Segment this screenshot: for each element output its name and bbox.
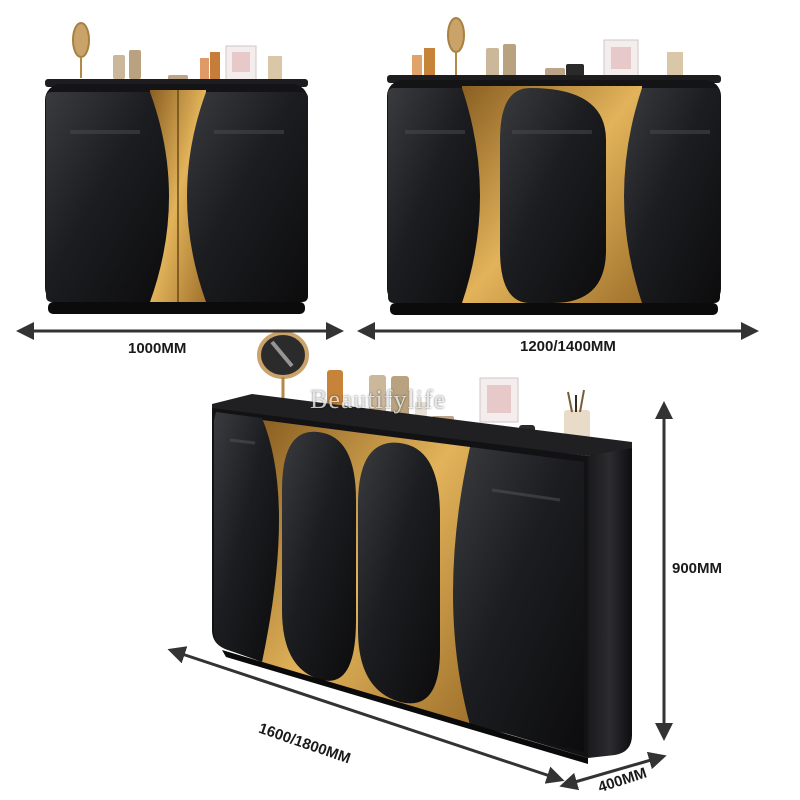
top-decor-small [72, 22, 282, 81]
cabinet-small [45, 22, 308, 314]
cabinet-medium [387, 17, 721, 315]
top-decor-medium [412, 17, 683, 78]
arrow-width-large [167, 646, 565, 784]
arrow-depth [559, 751, 667, 791]
dimension-arrows [16, 322, 759, 791]
watermark-text: Beautifylife [310, 385, 447, 414]
label-height: 900MM [672, 560, 723, 577]
label-width-medium: 1200/1400MM [520, 338, 616, 355]
label-width-small: 1000MM [128, 340, 187, 357]
